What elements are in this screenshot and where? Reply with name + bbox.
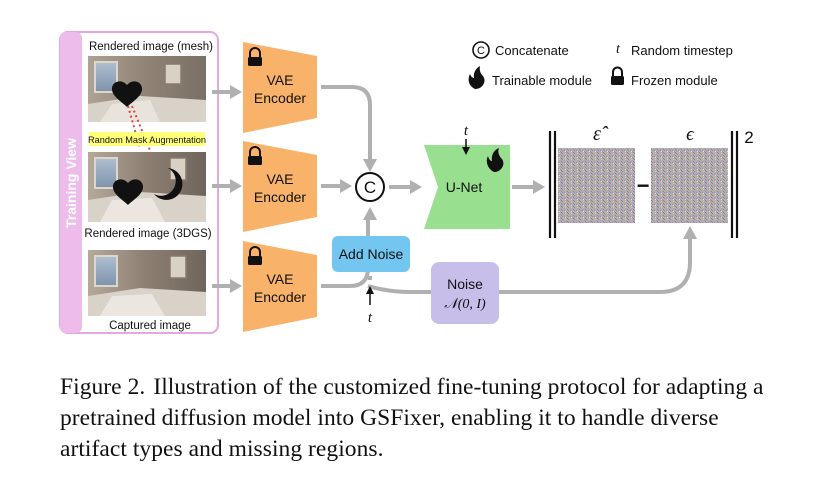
unet-timestep: t	[464, 123, 469, 139]
add-noise-timestep: t	[368, 310, 373, 326]
flame-icon	[486, 148, 504, 172]
image-to-vae-arrowheads	[230, 85, 242, 293]
norm-bars-left	[548, 131, 557, 238]
heart-mask-shape-2	[112, 179, 144, 205]
vae-encoder-bot: VAE Encoder	[243, 241, 317, 332]
training-view-strip	[60, 32, 82, 333]
concatenate-icon: C	[472, 41, 490, 59]
figure-label: Figure 2.	[60, 374, 146, 400]
norm-exponent: 2	[744, 128, 753, 147]
timestep-icon: t	[616, 42, 621, 57]
svg-text:Add Noise: Add Noise	[339, 246, 404, 262]
legend-trainable: Trainable module	[492, 73, 592, 88]
legend: C Concatenate t Random timestep Trainabl…	[468, 41, 733, 89]
svg-text:Encoder: Encoder	[254, 90, 306, 106]
svg-text:Encoder: Encoder	[254, 189, 306, 205]
figure-caption: Figure 2.Illustration of the customized …	[60, 372, 780, 465]
caption-text: Illustration of the customized fine-tuni…	[60, 374, 764, 462]
random-mask-badge	[89, 132, 205, 146]
legend-random-timestep: Random timestep	[631, 43, 733, 58]
vae-encoder-mid: VAE Encoder	[243, 141, 317, 232]
lock-icon	[248, 146, 262, 165]
lock-icon	[248, 47, 262, 66]
noise-block: Noise 𝒩(0, I)	[431, 262, 499, 324]
image-to-vae-arrows	[212, 90, 232, 288]
lock-icon	[248, 246, 262, 265]
svg-text:VAE: VAE	[267, 171, 294, 187]
training-view-label: Training View	[63, 138, 79, 228]
vae-encoder-top: VAE Encoder	[243, 42, 317, 133]
unet-label: U-Net	[446, 179, 483, 195]
random-mask-label: Random Mask Augmentation	[88, 135, 206, 145]
flame-icon	[468, 66, 485, 89]
svg-text:C: C	[364, 178, 376, 197]
crescent-mask-shape	[154, 168, 183, 200]
rendered-mesh-label: Rendered image (mesh)	[89, 41, 213, 53]
captured-image-label: Captured image	[109, 320, 191, 332]
concatenate-node: C	[355, 172, 385, 202]
eps-hat-label: ε̂	[593, 123, 609, 145]
heart-mask-shape	[111, 81, 143, 107]
captured-image	[88, 250, 206, 316]
svg-text:Encoder: Encoder	[254, 289, 306, 305]
rendered-mesh-image	[88, 56, 206, 122]
svg-text:𝒩(0, I): 𝒩(0, I)	[444, 297, 486, 312]
svg-text:VAE: VAE	[267, 72, 294, 88]
lock-icon	[611, 66, 624, 85]
add-noise-block: Add Noise	[332, 236, 410, 272]
legend-frozen: Frozen module	[631, 73, 718, 88]
norm-bars-right	[730, 131, 739, 238]
legend-concatenate: Concatenate	[495, 43, 569, 58]
rendered-3dgs-image	[88, 152, 206, 222]
svg-text:Noise: Noise	[447, 276, 483, 292]
diagram: Training View Rendered image (mesh) Rand…	[59, 31, 754, 334]
connector-arrowheads	[340, 159, 697, 239]
minus-sign: −	[637, 173, 650, 198]
target-noise-image	[651, 148, 728, 223]
svg-text:C: C	[477, 45, 485, 57]
rendered-3dgs-label: Rendered image (3DGS)	[84, 228, 211, 240]
predicted-noise-image	[558, 148, 635, 223]
svg-text:VAE: VAE	[267, 271, 294, 287]
eps-label: ϵ	[686, 124, 695, 145]
